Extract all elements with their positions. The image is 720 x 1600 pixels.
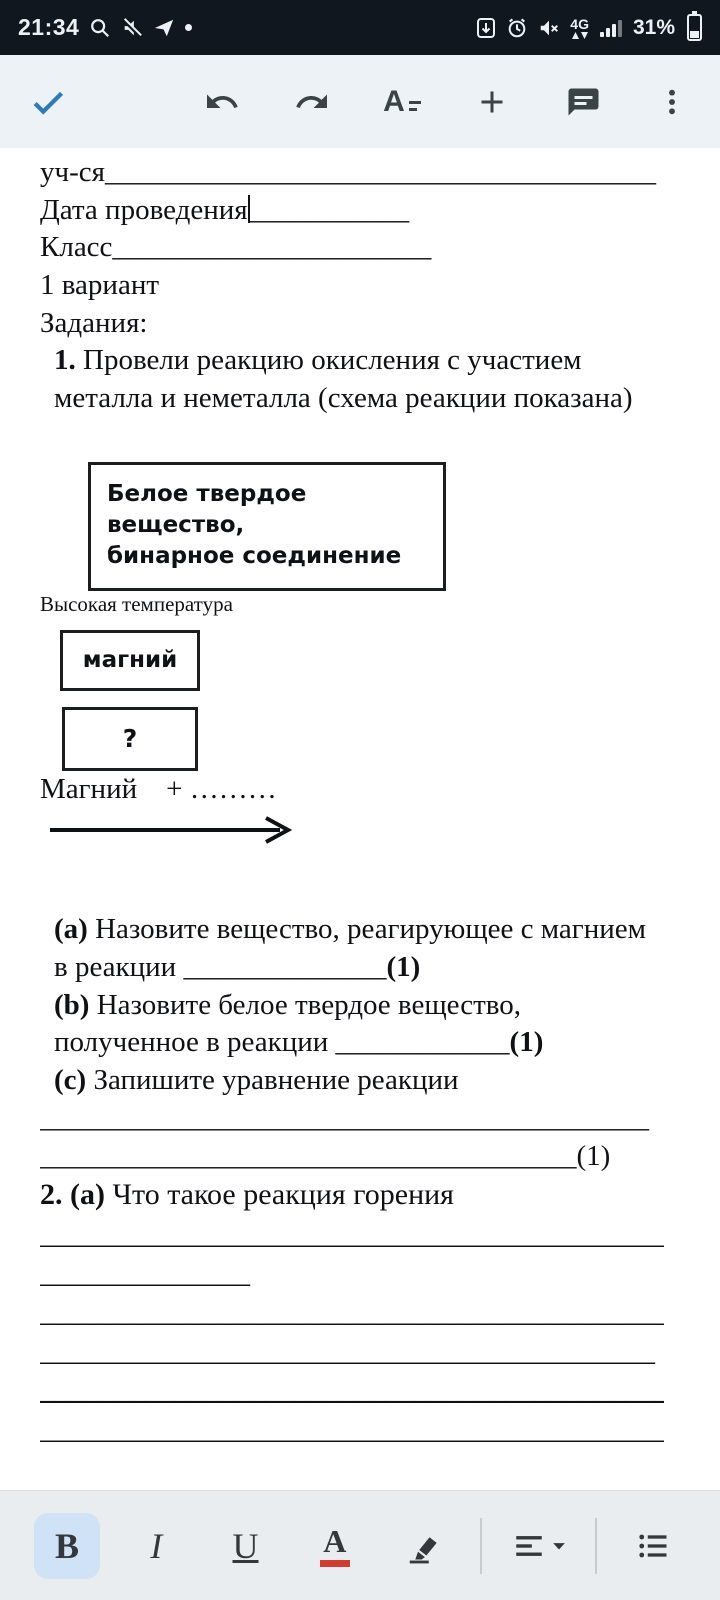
network-type-icon: 4G [570,17,589,39]
data-saver-icon [476,17,496,39]
variant-line: 1 вариант [40,269,160,302]
date-line: Дата проведения___________ [40,193,410,226]
search-icon [89,17,111,39]
highlighter-icon [409,1536,437,1563]
status-bar-left: 21:34 [18,14,193,41]
magnesium-box: магний [60,630,200,692]
battery-icon [687,11,702,41]
undo-button[interactable] [202,82,242,122]
toolbar-divider [594,1517,597,1574]
answer-line: ________________________________________… [40,1412,664,1446]
chevron-down-icon [552,1542,565,1549]
italic-button[interactable]: I [150,1525,163,1566]
volume-off-icon [538,17,560,39]
toolbar-divider [480,1517,483,1574]
question-c: (c) Запишите уравнение реакции [54,1064,459,1097]
toolbar-actions: A [202,82,692,122]
paper-plane-icon [153,17,175,39]
product-box-line2: бинарное соединение [107,542,402,569]
product-box: Белое твердое вещество, бинарное соедине… [88,461,446,591]
redo-icon [296,94,327,108]
answer-line: ________________________________________… [40,1373,664,1407]
text-color-button[interactable]: A [302,1513,368,1579]
text-color-icon: A [319,1525,350,1567]
highlight-button[interactable] [391,1513,457,1579]
undo-icon [207,94,238,108]
alarm-clock-icon [506,17,528,39]
status-bar-right: 4G 31% [476,11,702,41]
question-b: (b) Назовите белое твердое вещество, пол… [54,988,544,1059]
clock: 21:34 [18,14,80,40]
tasks-heading: Задания: [40,306,148,339]
reaction-arrow-icon [48,813,664,858]
condition-label: Высокая температура [40,591,233,616]
question-a: (a) Назовите вещество, реагирующее с маг… [54,913,646,984]
editor-toolbar: A [0,55,720,148]
comment-icon [568,88,599,115]
format-text-button[interactable]: A [382,82,422,122]
align-button[interactable] [506,1513,572,1579]
question-2: 2. (a) Что такое реакция горения [40,1178,454,1212]
equation-line: Магний + ……… [40,773,277,806]
answer-line: ________________________________________… [40,1295,664,1329]
underline-button[interactable]: U [232,1525,259,1566]
align-left-icon [515,1535,542,1556]
answer-line: ______________ [40,1256,250,1290]
subquestions: (a) Назовите вещество, реагирующее с маг… [40,911,664,1175]
question-1: 1. Провели реакцию окисления с участием … [54,344,633,415]
done-button[interactable] [28,82,68,122]
answer-line: ________________________________________… [40,1334,655,1368]
unknown-box: ? [62,707,198,772]
status-bar: 21:34 [0,0,720,55]
text-cursor [247,194,250,223]
document-page[interactable]: уч-ся___________________________________… [0,148,720,1490]
battery-percent: 31% [632,15,675,39]
answer-line-c2: _____________________________________(1) [40,1139,611,1172]
comment-button[interactable] [562,82,602,122]
bullet-list-icon [639,1534,667,1557]
signal-bars-icon [599,17,623,39]
mute-icon [121,17,143,39]
plus-icon [481,91,503,112]
bold-button[interactable]: B [34,1512,100,1579]
notification-dot-icon [185,24,193,31]
format-toolbar: B I U A [0,1490,720,1600]
format-text-icon: A [383,86,421,117]
answer-line: ________________________________________… [40,1217,664,1251]
more-options-button[interactable] [652,82,692,122]
bullet-list-button[interactable] [620,1513,686,1579]
product-box-line1: Белое твердое вещество, [107,480,307,538]
redo-button[interactable] [292,82,332,122]
check-icon [33,91,64,115]
students-line: уч-ся___________________________________… [40,156,656,188]
class-line: Класс______________________ [40,231,432,264]
insert-button[interactable] [472,82,512,122]
more-vertical-icon [669,89,675,114]
answer-line-c1: ________________________________________… [40,1101,649,1134]
